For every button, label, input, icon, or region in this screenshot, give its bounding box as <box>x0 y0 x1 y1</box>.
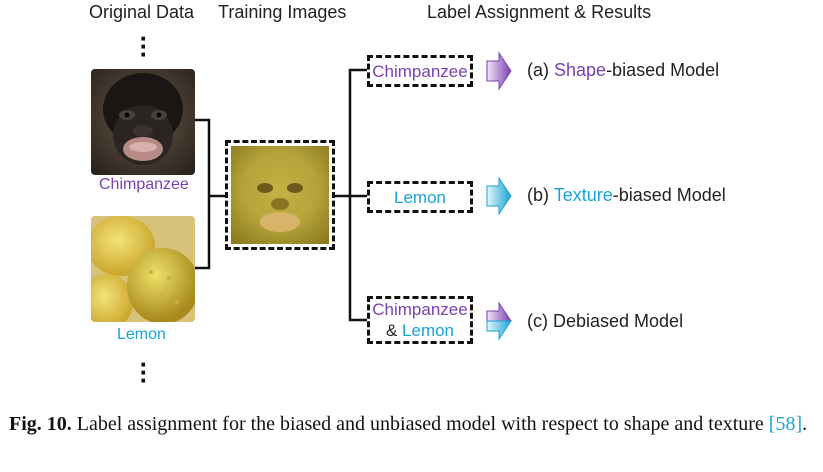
input-label-chimpanzee: Chimpanzee <box>99 176 189 193</box>
header-training-images: Training Images <box>218 2 347 22</box>
caption-reference[interactable]: [58] <box>768 413 803 435</box>
label-c-lemon: Lemon <box>402 321 455 340</box>
vertical-ellipsis-top: ··· <box>139 23 149 69</box>
arrow-c-icon <box>486 301 512 341</box>
result-a: (a) Shape-biased Model <box>527 60 719 81</box>
connector-lines <box>195 68 367 322</box>
result-a-prefix: (a) <box>527 60 554 80</box>
input-label-lemon: Lemon <box>117 326 166 343</box>
header-label-assignment: Label Assignment & Results <box>427 2 652 22</box>
header-original-data: Original Data <box>89 2 195 22</box>
result-a-key: Shape <box>554 60 607 80</box>
result-b-key: Texture <box>553 185 613 205</box>
result-b: (b) Texture-biased Model <box>527 185 726 206</box>
arrow-a-icon <box>486 51 512 91</box>
label-box-b: Lemon <box>367 181 473 213</box>
label-box-a: Chimpanzee <box>367 55 473 87</box>
result-b-suffix: -biased Model <box>612 185 726 205</box>
arrow-b-icon <box>486 176 512 216</box>
result-a-suffix: -biased Model <box>606 60 720 80</box>
figure-caption: Fig. 10. Label assignment for the biased… <box>9 410 815 438</box>
vertical-ellipsis-bottom: ··· <box>139 349 149 395</box>
label-box-c: Chimpanzee & Lemon <box>367 296 473 344</box>
chimpanzee-image <box>91 69 195 175</box>
caption-end: . <box>802 413 808 435</box>
caption-fig-label: Fig. 10. <box>9 413 72 435</box>
result-b-prefix: (b) <box>527 185 554 205</box>
result-c: (c) Debiased Model <box>527 311 684 331</box>
training-image <box>225 140 335 250</box>
lemon-image <box>91 216 195 322</box>
caption-text: Label assignment for the biased and unbi… <box>76 413 764 435</box>
label-c-ampersand: & <box>385 321 403 340</box>
label-c-chimpanzee: Chimpanzee <box>372 300 468 319</box>
